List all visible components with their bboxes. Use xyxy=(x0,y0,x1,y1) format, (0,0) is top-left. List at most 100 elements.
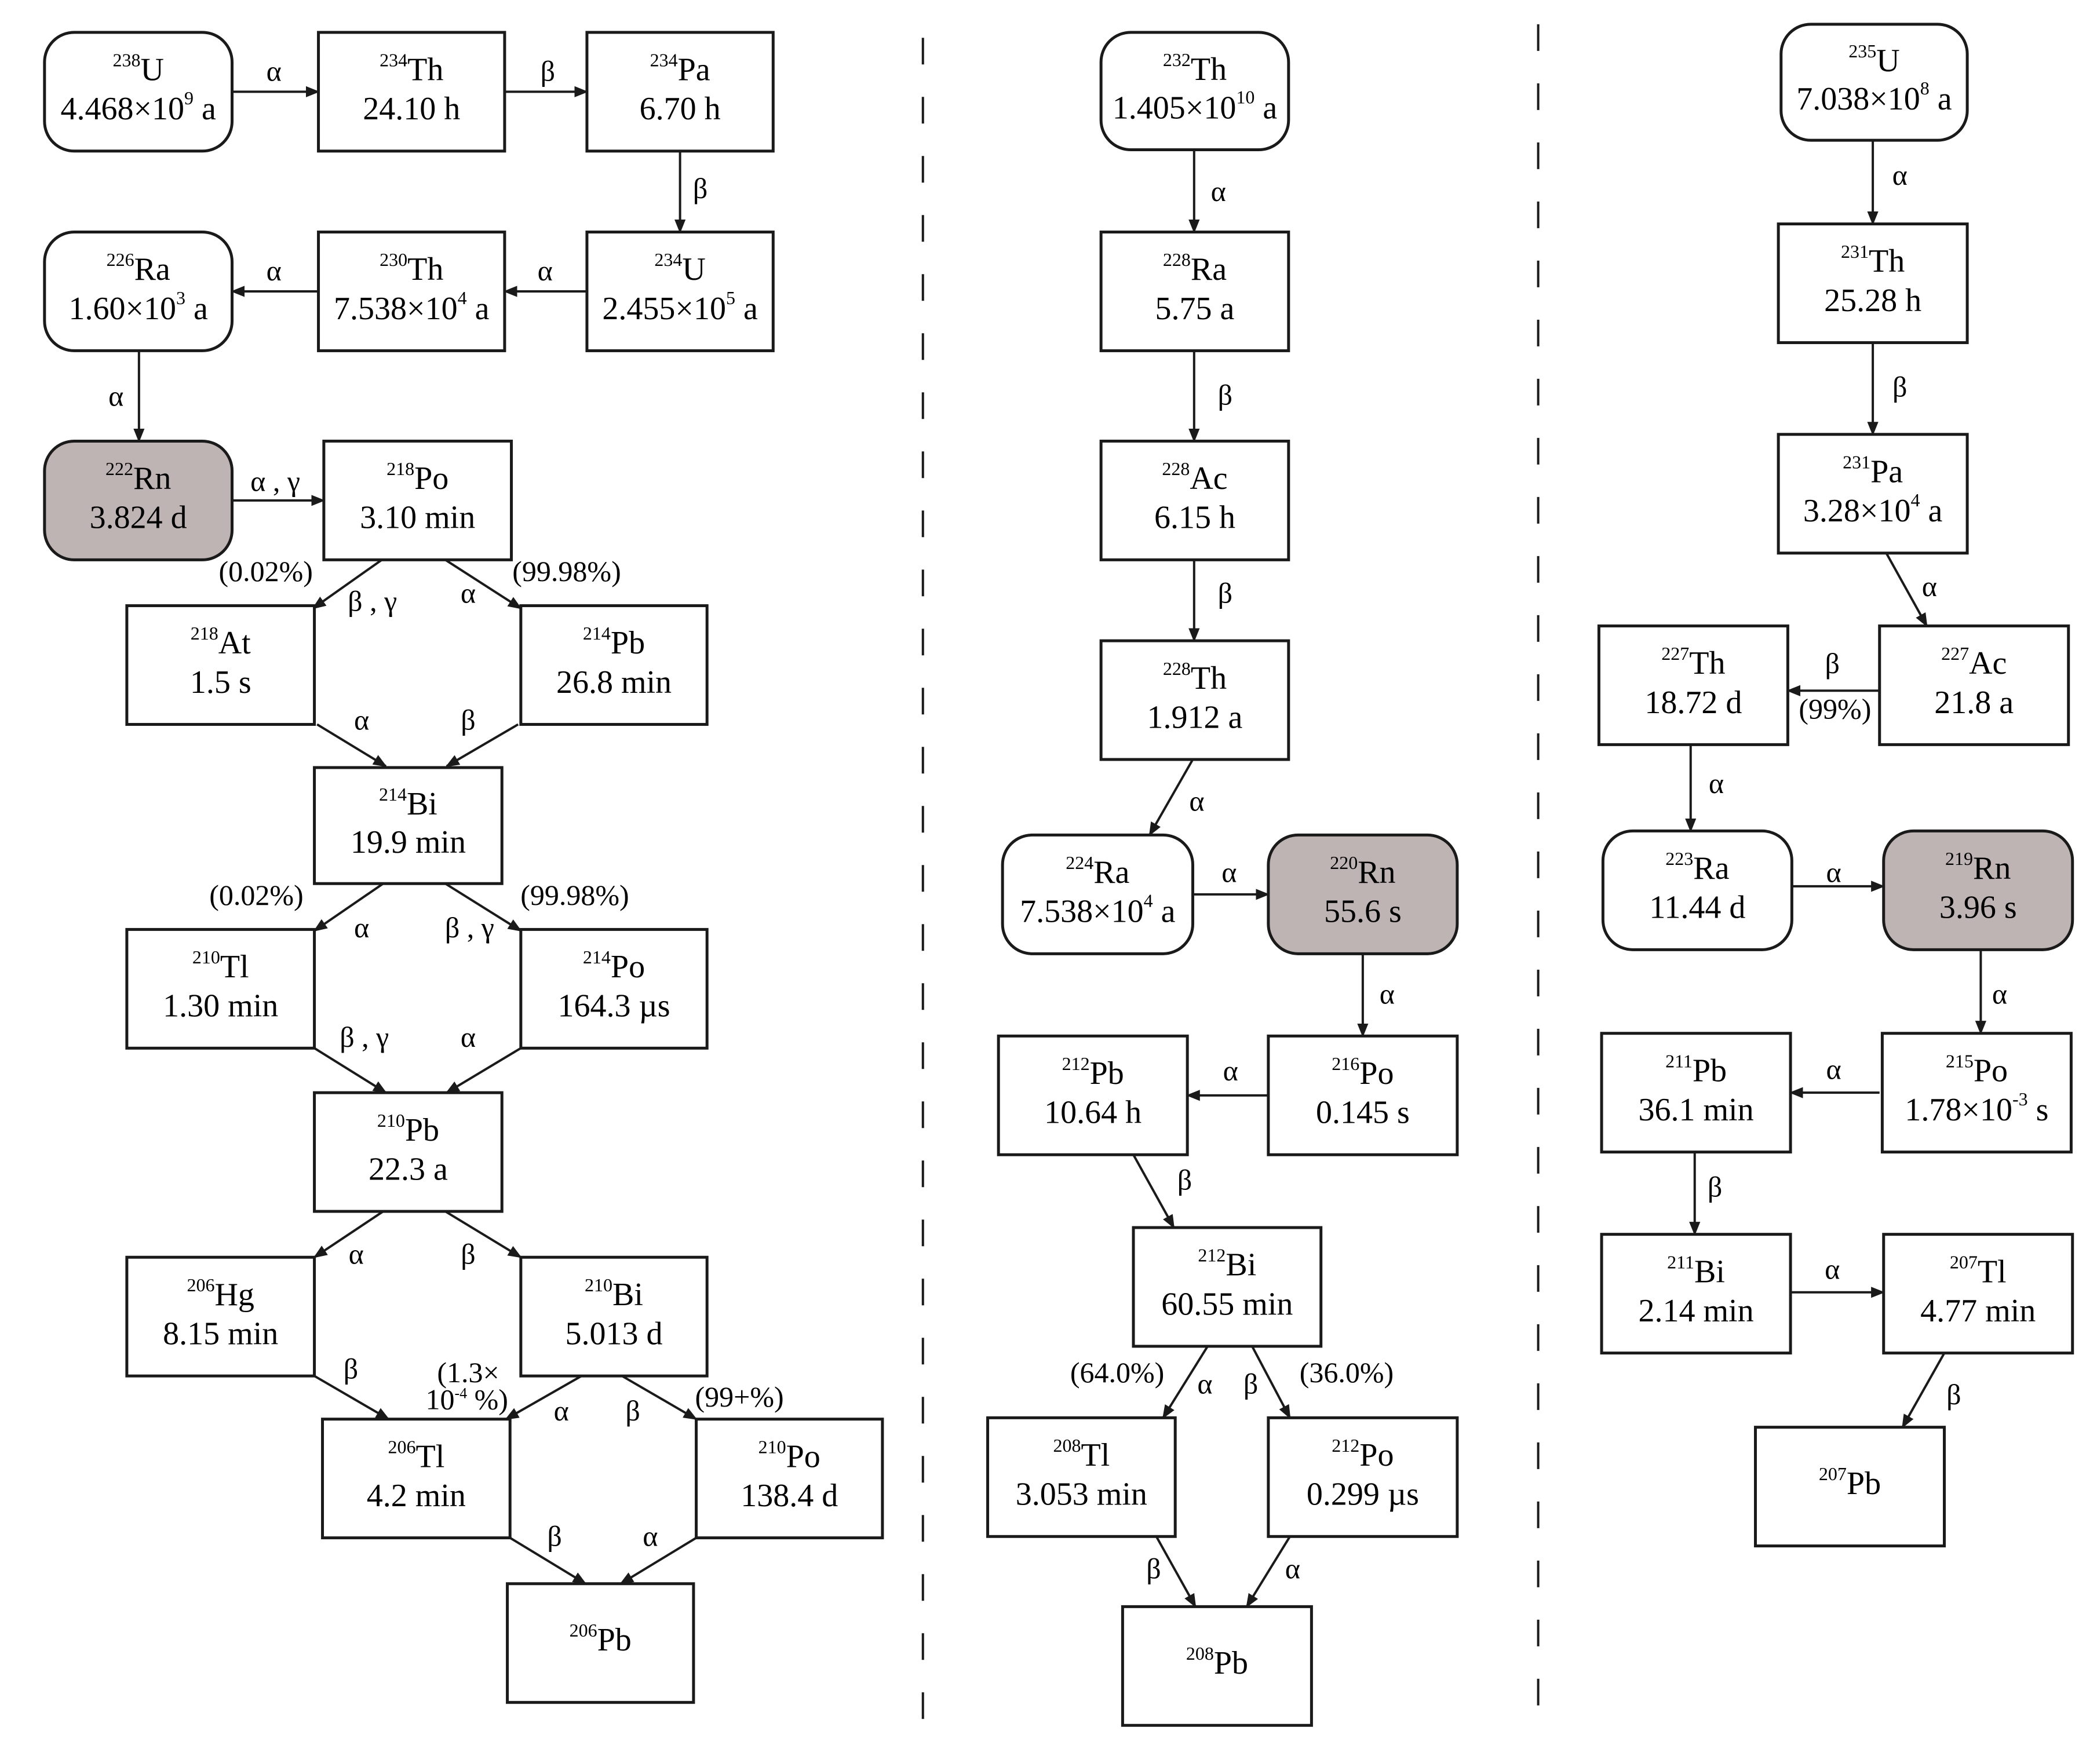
mass-number: 208 xyxy=(1186,1643,1214,1664)
nuclide-symbol: 212Pb xyxy=(1062,1053,1124,1091)
half-life-value: 0.145 s xyxy=(1316,1095,1410,1131)
half-life-value: 7.038×10 xyxy=(1796,81,1920,117)
mass-number: 214 xyxy=(379,784,407,805)
nuclide-symbol: 208Pb xyxy=(1186,1643,1248,1681)
half-life-exponent: 4 xyxy=(1910,490,1920,510)
nuclide-symbol: 224Ra xyxy=(1066,852,1129,890)
decay-mode-label: α xyxy=(1992,977,2007,1010)
branching-ratio-label: (99.98%) xyxy=(512,555,621,587)
half-life: 60.55 min xyxy=(1161,1286,1293,1322)
half-life-value: 19.9 min xyxy=(351,824,466,860)
half-life: 3.10 min xyxy=(360,500,475,536)
element-symbol: Tl xyxy=(1978,1254,2007,1290)
mass-number: 232 xyxy=(1163,49,1191,70)
half-life-value: 1.30 min xyxy=(163,988,278,1024)
mass-number: 234 xyxy=(380,50,407,71)
decay-arrow-tl210-to-pb210 xyxy=(313,1047,388,1094)
half-life: 7.038×108 a xyxy=(1796,78,1952,117)
mass-number: 231 xyxy=(1841,242,1869,262)
element-symbol: Ac xyxy=(1969,645,2007,681)
mass-number: 208 xyxy=(1053,1435,1081,1456)
element-symbol: Po xyxy=(1974,1053,2008,1089)
mass-number: 223 xyxy=(1665,848,1693,869)
decay-mode-label: β xyxy=(547,1520,561,1552)
decay-mode-label: α xyxy=(267,55,282,87)
element-symbol: Rn xyxy=(1358,854,1395,890)
half-life-value: 8.15 min xyxy=(163,1316,278,1352)
decay-mode-label: α xyxy=(461,577,476,609)
nuclide-frame xyxy=(1777,433,1969,555)
half-life: 1.405×1010 a xyxy=(1113,87,1278,126)
element-symbol: Bi xyxy=(612,1277,643,1313)
nuclide-frame xyxy=(43,231,234,352)
decay-mode-label: α xyxy=(1197,1367,1212,1400)
element-symbol: Th xyxy=(1191,52,1227,87)
decay-mode-label: β xyxy=(625,1394,640,1427)
half-life-value: 7.538×10 xyxy=(1020,894,1144,930)
nuclide-frame xyxy=(1597,624,1789,746)
mass-number: 228 xyxy=(1162,458,1190,479)
mass-number: 220 xyxy=(1330,852,1358,873)
mass-number: 219 xyxy=(1945,848,1973,869)
nuclide-frame xyxy=(1099,439,1290,561)
decay-mode-label: β xyxy=(1218,378,1232,411)
element-symbol: U xyxy=(1876,43,1899,79)
decay-mode-label: α xyxy=(1892,159,1908,191)
nuclide-frame xyxy=(1754,1426,1946,1548)
decay-mode-label: α xyxy=(1223,1054,1238,1087)
half-life: 1.5 s xyxy=(190,664,251,700)
decay-mode-label: β xyxy=(1146,1552,1161,1584)
half-life-value: 55.6 s xyxy=(1324,894,1402,930)
mass-number: 226 xyxy=(107,250,134,271)
nuclide-symbol: 212Bi xyxy=(1198,1245,1256,1283)
nuclide-frame xyxy=(125,1255,316,1378)
nuclide-frame xyxy=(1001,833,1194,955)
decay-arrow-bi210-to-po210 xyxy=(621,1375,698,1420)
element-symbol: Bi xyxy=(407,786,437,822)
decay-arrow-tl206-to-pb206 xyxy=(509,1536,587,1585)
decay-mode-label: α xyxy=(1211,175,1226,207)
half-life: 1.912 a xyxy=(1147,699,1243,735)
branching-ratio-label: (0.02%) xyxy=(209,879,303,911)
nuclide-symbol: 206Tl xyxy=(388,1437,444,1475)
decay-mode-label: α xyxy=(349,1238,364,1270)
nuclide-frame xyxy=(1121,1605,1313,1727)
mass-number: 210 xyxy=(585,1274,612,1295)
half-life-value: 36.1 min xyxy=(1638,1092,1753,1128)
mass-number: 218 xyxy=(386,458,414,479)
half-life: 8.15 min xyxy=(163,1316,278,1352)
decay-mode-label: α xyxy=(538,254,553,287)
decay-mode-label: α xyxy=(1826,856,1841,889)
half-life-value: 11.44 d xyxy=(1649,890,1745,926)
nuclide-frame xyxy=(1099,639,1290,761)
half-life-unit: a xyxy=(1930,81,1952,117)
nuclide-frame xyxy=(1267,833,1459,955)
nuclide-symbol: 206Pb xyxy=(570,1620,632,1659)
decay-mode-label: α xyxy=(354,704,369,736)
decay-mode-label: α xyxy=(354,911,369,944)
nuclide-symbol: 231Pa xyxy=(1843,452,1903,490)
half-life: 1.60×103 a xyxy=(68,287,208,327)
half-life-value: 5.75 a xyxy=(1155,291,1235,327)
mass-number: 218 xyxy=(191,623,218,644)
mass-number: 207 xyxy=(1950,1252,1978,1273)
half-life-unit: a xyxy=(467,291,490,327)
half-life-value: 3.053 min xyxy=(1016,1476,1147,1512)
half-life-unit: s xyxy=(2028,1092,2049,1128)
nuclide-symbol: 210Tl xyxy=(192,947,249,985)
